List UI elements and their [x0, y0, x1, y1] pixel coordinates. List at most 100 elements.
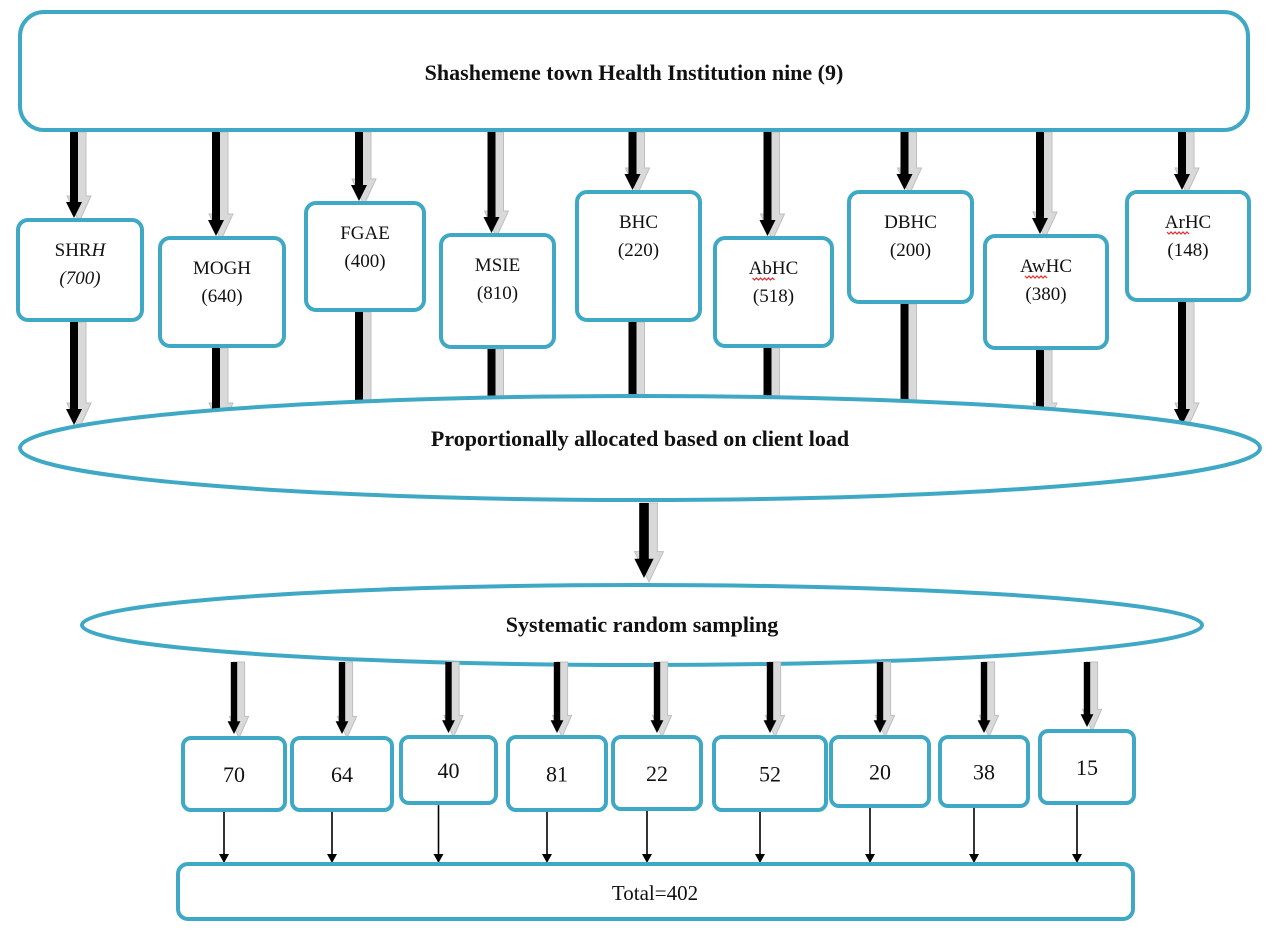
arrow-to-sample-70 [227, 661, 250, 740]
sample-81: 81 [506, 735, 608, 812]
sample-box [399, 735, 498, 805]
institution-name: SHRH [55, 240, 107, 261]
institution-box [158, 236, 286, 348]
arrow-sample-81-to-total [542, 812, 552, 863]
sample-52: 52 [712, 735, 828, 812]
institution-abhc: AbHC (518) [713, 236, 834, 348]
institution-fgae: FGAE (400) [304, 201, 426, 312]
institution-count: (400) [344, 251, 385, 272]
sample-box [506, 735, 608, 812]
arrow-to-sample-15 [1080, 661, 1103, 733]
institution-bhc: BHC (220) [575, 190, 702, 322]
institution-name: DBHC [884, 212, 937, 233]
institution-shrh: SHRH (700) [16, 218, 144, 322]
sample-box [290, 736, 394, 812]
institution-mogh: MOGH (640) [158, 236, 286, 348]
institution-name: BHC [619, 212, 658, 233]
allocation-label: Proportionally allocated based on client… [431, 426, 849, 451]
sample-64: 64 [290, 736, 394, 812]
institution-box [439, 233, 556, 349]
institution-boxes: SHRH (700) MOGH (640) FGAE (400) MSIE(810) BHC (… [16, 190, 1251, 350]
sampling-ellipse [80, 583, 1204, 667]
arrow-from-arhc [1174, 301, 1200, 431]
institution-box [16, 218, 144, 322]
arrow-sample-15-to-total [1072, 805, 1082, 863]
arrow-to-sample-81 [550, 661, 573, 739]
total-box [176, 862, 1135, 921]
institution-count: (810) [477, 283, 518, 304]
spellcheck-underline [752, 277, 775, 281]
arrow-to-sample-52 [763, 661, 786, 739]
arrow-to-mogh [208, 131, 234, 242]
total-label: Total=402 [612, 881, 698, 905]
arrow-from-shrh [66, 321, 92, 431]
sample-value: 81 [546, 762, 568, 787]
institution-count: (640) [201, 286, 242, 307]
sample-value: 70 [223, 762, 245, 787]
sample-boxes: 70 64 40 81 22 52 20 38 15 [181, 729, 1136, 812]
institution-box [713, 236, 834, 348]
arrow-to-sampling [633, 502, 665, 584]
institution-msie: MSIE(810) [439, 233, 556, 349]
institution-count: (148) [1167, 240, 1208, 261]
arrow-to-sample-20 [873, 661, 896, 739]
sample-value: 20 [869, 760, 891, 785]
arrow-sample-20-to-total [865, 808, 875, 863]
arrow-sample-38-to-total [969, 808, 979, 863]
spellcheck-underline [1166, 231, 1190, 235]
arrow-to-awhc [1032, 131, 1058, 240]
institution-box [983, 234, 1109, 350]
institution-box [847, 190, 974, 304]
sample-value: 40 [438, 758, 460, 783]
sample-value: 22 [646, 761, 668, 786]
health-institutions-box [18, 10, 1250, 132]
arrow-to-sample-22 [650, 661, 673, 739]
arrow-to-sample-64 [335, 661, 358, 740]
institution-name: AbHC [749, 258, 799, 279]
arrow-to-fgae [351, 131, 377, 207]
arrow-from-dbhc [896, 303, 923, 431]
sample-20: 20 [829, 735, 931, 808]
institution-name: FGAE [340, 223, 390, 244]
sample-70: 70 [181, 736, 287, 812]
sample-box [938, 735, 1030, 808]
institution-awhc: AwHC (380) [983, 234, 1109, 350]
sample-value: 15 [1076, 755, 1098, 780]
sampling-label: Systematic random sampling [506, 612, 779, 637]
sample-40: 40 [399, 735, 498, 805]
institution-box [1125, 190, 1251, 302]
institution-name: ArHC [1165, 212, 1211, 233]
institution-count: (380) [1025, 284, 1066, 305]
arrow-to-abhc [759, 131, 786, 242]
arrow-sample-40-to-total [433, 805, 444, 863]
arrow-sample-52-to-total [755, 812, 765, 863]
institution-box [575, 190, 702, 322]
spellcheck-underline [1024, 275, 1048, 279]
arrow-sample-22-to-total [642, 811, 652, 863]
sample-value: 38 [973, 760, 995, 785]
sample-box [181, 736, 287, 812]
arrow-sample-64-to-total [327, 812, 337, 863]
institution-count: (518) [753, 286, 794, 307]
arrows-to-samples [227, 661, 1103, 740]
sample-box [1038, 729, 1136, 805]
institution-name: AwHC [1020, 256, 1072, 277]
institution-count: (220) [618, 240, 659, 261]
institution-count: (200) [890, 240, 931, 261]
arrow-to-sample-40 [442, 661, 464, 739]
arrow-to-shrh [66, 131, 92, 224]
arrow-to-msie [483, 131, 510, 239]
health-institutions-label: Shashemene town Health Institution nine … [425, 60, 844, 85]
arrow-allocation-to-sampling [633, 502, 665, 584]
sample-value: 52 [759, 762, 781, 787]
sample-box [712, 735, 828, 812]
institution-count: (700) [59, 268, 100, 289]
arrows-to-institutions [66, 131, 1200, 242]
institution-name: MOGH [193, 258, 251, 279]
institution-dbhc: DBHC (200) [847, 190, 974, 304]
arrow-to-sample-38 [977, 661, 1000, 739]
sample-box [829, 735, 931, 808]
allocation-ellipse [18, 394, 1262, 502]
arrow-to-bhc [624, 131, 651, 196]
